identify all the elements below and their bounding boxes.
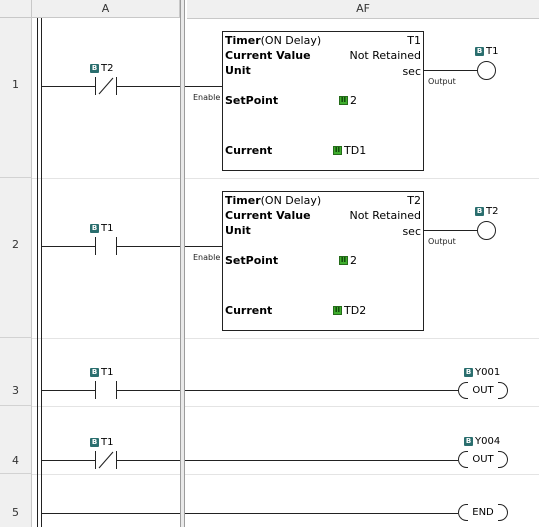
rung2-wire-mid xyxy=(117,246,180,247)
current-value-label: Current Value xyxy=(225,49,311,62)
rung-number-3[interactable]: 3 xyxy=(0,338,32,406)
word-device-icon: II xyxy=(339,96,348,105)
rung-number-2[interactable]: 2 xyxy=(0,178,32,338)
current-label: Current xyxy=(225,304,273,317)
rung4-contact-label: B T1 xyxy=(90,437,114,448)
left-power-rail xyxy=(37,18,38,527)
rung-separator xyxy=(32,474,539,475)
rung2-wire-mid2 xyxy=(185,246,222,247)
rung1-wire-mid2 xyxy=(185,86,222,87)
rung5-wire2 xyxy=(185,513,458,514)
column-header-af[interactable]: AF xyxy=(187,0,539,19)
rung3-out-coil[interactable]: OUT xyxy=(458,382,508,399)
rung1-coil-label: B T1 xyxy=(475,46,499,57)
rung-number-4[interactable]: 4 xyxy=(0,406,32,474)
timer-id: T2 xyxy=(407,194,421,207)
timer-title: Timer(ON Delay) xyxy=(225,34,322,47)
rung4-out-coil[interactable]: OUT xyxy=(458,451,508,468)
rung2-wire-output xyxy=(424,230,477,231)
current-value: Not Retained xyxy=(349,209,421,222)
rung1-timer-coil[interactable] xyxy=(477,61,496,80)
rung4-coil-label: B Y004 xyxy=(464,436,501,447)
word-device-icon: II xyxy=(333,306,342,315)
corner-header xyxy=(0,0,32,18)
rung-number-1[interactable]: 1 xyxy=(0,18,32,178)
rung-separator xyxy=(32,406,539,407)
rung-separator xyxy=(32,178,539,179)
column-split-bar[interactable] xyxy=(180,0,185,527)
bit-device-icon: B xyxy=(90,64,99,73)
rung2-output-label: Output xyxy=(428,237,456,246)
rung3-contact-label: B T1 xyxy=(90,367,114,378)
column-header-a[interactable]: A xyxy=(32,0,180,18)
bit-device-icon: B xyxy=(475,47,484,56)
rung1-enable-label: Enable xyxy=(193,93,221,102)
unit-value: sec xyxy=(402,65,421,78)
rung1-contact-nc[interactable] xyxy=(95,77,117,95)
unit-label: Unit xyxy=(225,64,251,77)
rung1-output-label: Output xyxy=(428,77,456,86)
bit-device-icon: B xyxy=(90,368,99,377)
rung1-wire-output xyxy=(424,70,477,71)
rung1-wire-left xyxy=(41,86,95,87)
rung5-end-instruction[interactable]: END xyxy=(458,504,508,521)
rung3-wire-right xyxy=(117,390,180,391)
bit-device-icon: B xyxy=(90,438,99,447)
setpoint-label: SetPoint xyxy=(225,94,279,107)
rung4-contact-nc[interactable] xyxy=(95,451,117,469)
rung3-wire-right2 xyxy=(185,390,458,391)
unit-label: Unit xyxy=(225,224,251,237)
rung2-contact-no[interactable] xyxy=(95,237,117,255)
rung4-wire-left xyxy=(41,460,95,461)
bit-device-icon: B xyxy=(90,224,99,233)
current-label: Current xyxy=(225,144,273,157)
setpoint-label: SetPoint xyxy=(225,254,279,267)
timer-title: Timer(ON Delay) xyxy=(225,194,322,207)
rung-number-5[interactable]: 5 xyxy=(0,474,32,527)
rung1-timer-block[interactable]: Timer(ON Delay) T1 Current Value Not Ret… xyxy=(222,31,424,171)
rung2-contact-label: B T1 xyxy=(90,223,114,234)
word-device-icon: II xyxy=(333,146,342,155)
rung4-wire-right2 xyxy=(185,460,458,461)
rung2-enable-label: Enable xyxy=(193,253,221,262)
rung3-coil-label: B Y001 xyxy=(464,367,501,378)
current-value-label: Current Value xyxy=(225,209,311,222)
rung3-wire-left xyxy=(41,390,95,391)
rung1-wire-mid xyxy=(117,86,180,87)
rung1-contact-label: B T2 xyxy=(90,63,114,74)
normally-closed-slash-icon xyxy=(98,451,114,469)
unit-value: sec xyxy=(402,225,421,238)
rung2-wire-left xyxy=(41,246,95,247)
bit-device-icon: B xyxy=(475,207,484,216)
bit-device-icon: B xyxy=(464,368,473,377)
timer-id: T1 xyxy=(407,34,421,47)
rung5-wire xyxy=(41,513,180,514)
normally-closed-slash-icon xyxy=(98,77,114,95)
word-device-icon: II xyxy=(339,256,348,265)
rung2-timer-block[interactable]: Timer(ON Delay) T2 Current Value Not Ret… xyxy=(222,191,424,331)
rung-separator xyxy=(32,338,539,339)
rung3-contact-no[interactable] xyxy=(95,381,117,399)
rung2-coil-label: B T2 xyxy=(475,206,499,217)
rung2-timer-coil[interactable] xyxy=(477,221,496,240)
current-value: Not Retained xyxy=(349,49,421,62)
bit-device-icon: B xyxy=(464,437,473,446)
left-power-rail xyxy=(41,18,42,527)
rung4-wire-right xyxy=(117,460,180,461)
